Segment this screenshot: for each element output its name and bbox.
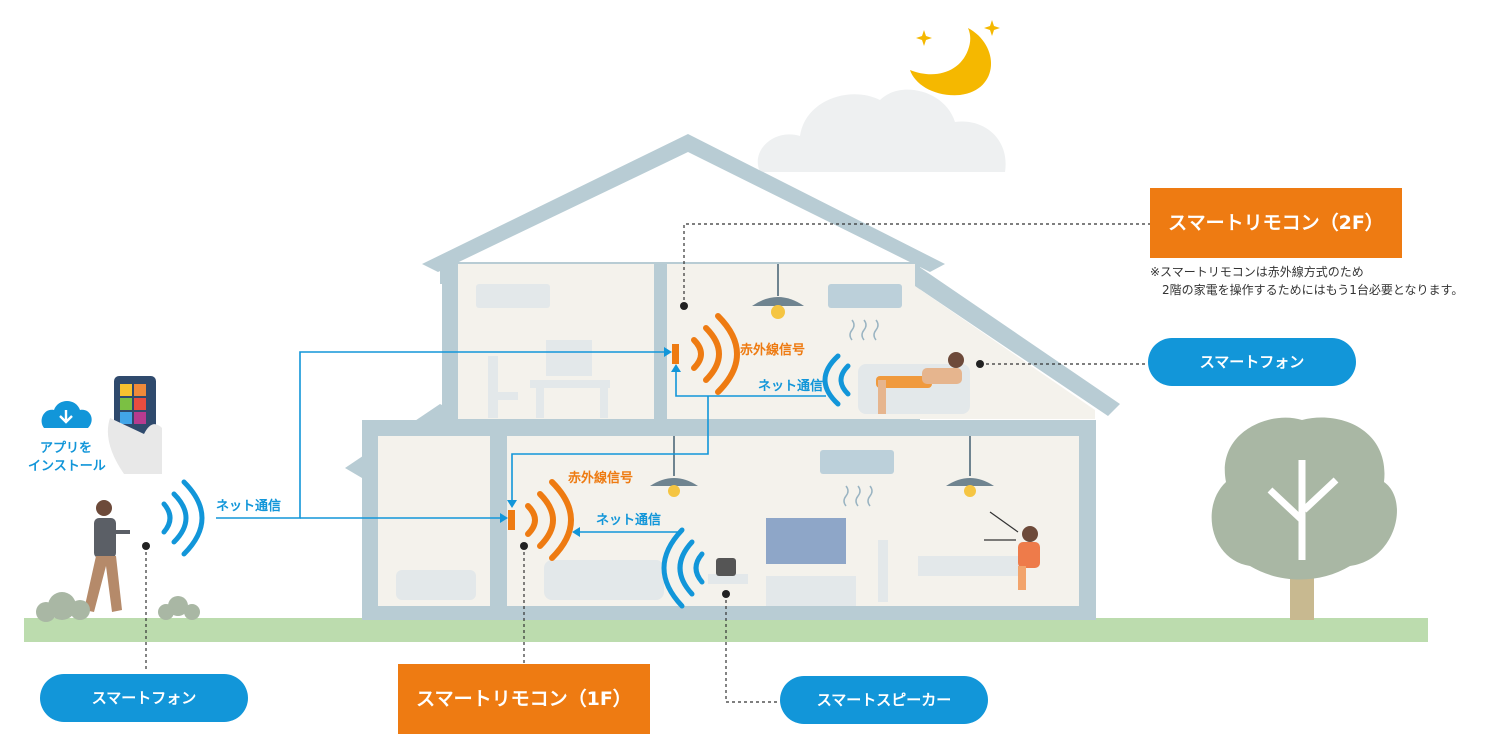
lamp-icon <box>650 436 698 497</box>
wifi-wave-icon <box>525 313 740 561</box>
air-conditioner-icon <box>476 284 550 308</box>
svg-text:スマートリモコン（1F）: スマートリモコン（1F） <box>416 687 632 710</box>
label-smart-speaker: スマートスピーカー <box>780 676 988 724</box>
label-smartphone-right: スマートフォン <box>1148 338 1356 386</box>
lamp-icon <box>946 436 994 497</box>
download-cloud-icon <box>41 401 92 428</box>
svg-text:スマートフォン: スマートフォン <box>92 689 197 707</box>
pointing-line <box>989 511 1019 533</box>
label-smart-remote-2f: スマートリモコン（2F） <box>1150 188 1402 258</box>
svg-text:スマートスピーカー: スマートスピーカー <box>817 691 952 709</box>
net-label-2f: ネット通信 <box>758 378 823 394</box>
furniture <box>396 284 1026 606</box>
label-smartphone-left: スマートフォン <box>40 674 248 722</box>
smartphone-app-illustration <box>107 376 162 474</box>
smart-remote-1f-device <box>508 510 515 530</box>
person-lying-on-sofa <box>876 352 964 414</box>
ir-label-2f: 赤外線信号 <box>740 342 805 358</box>
bush <box>36 592 200 622</box>
label-smart-remote-1f: スマートリモコン（1F） <box>398 664 650 734</box>
television <box>766 518 846 564</box>
cloud-icon <box>757 89 1006 172</box>
svg-text:スマートフォン: スマートフォン <box>1200 353 1305 371</box>
lamp-icon <box>752 264 804 319</box>
tree-icon <box>1211 417 1397 620</box>
moon-icon <box>910 28 992 96</box>
app-install-line2: インストール <box>28 459 106 474</box>
arrow-icon <box>500 347 681 537</box>
heat-wave-icon <box>843 319 879 507</box>
net-label-left: ネット通信 <box>216 498 281 514</box>
wifi-wave-icon <box>161 353 851 609</box>
side-table <box>708 574 748 584</box>
net-label-1f: ネット通信 <box>596 512 661 528</box>
leader-lines <box>145 223 1150 703</box>
ir-label-1f: 赤外線信号 <box>568 470 633 486</box>
woman-with-phone <box>84 500 130 612</box>
air-conditioner-icon <box>820 450 894 474</box>
child-with-phone <box>1018 526 1040 590</box>
note-line1: ※スマートリモコンは赤外線方式のため <box>1150 264 1364 279</box>
leader-dots <box>142 302 984 598</box>
app-install-line1: アプリを <box>40 441 92 456</box>
svg-text:スマートリモコン（2F）: スマートリモコン（2F） <box>1168 211 1384 234</box>
network-connections <box>216 351 826 533</box>
star-icon <box>916 20 1000 46</box>
smart-speaker-device <box>716 558 736 576</box>
smart-remote-2f-device <box>672 344 679 364</box>
air-conditioner-icon <box>828 284 902 308</box>
note-line2: 2階の家電を操作するためにはもう1台必要となります。 <box>1162 282 1463 297</box>
